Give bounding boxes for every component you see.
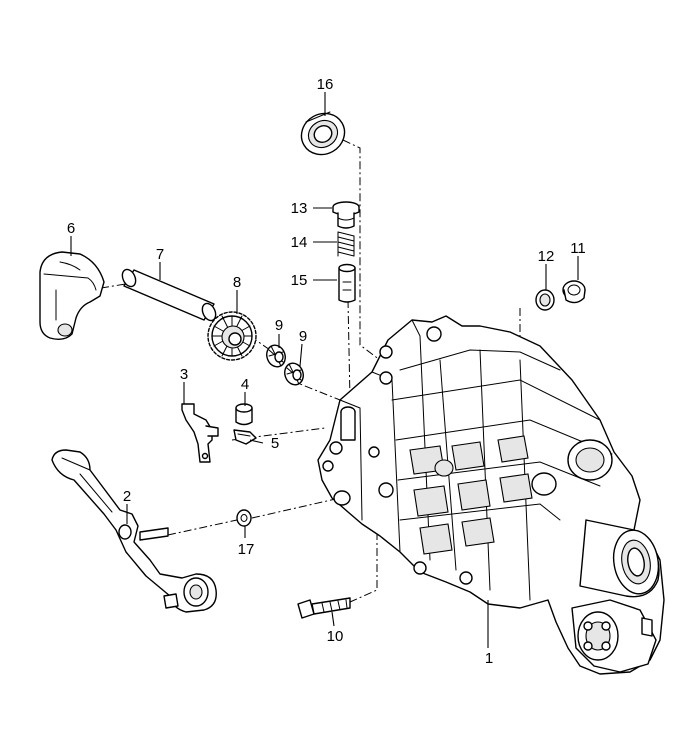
part-sleeve xyxy=(338,263,356,303)
part-washer xyxy=(236,509,252,527)
callout-12: 12 xyxy=(538,248,555,265)
callout-3: 3 xyxy=(180,366,188,383)
callout-9b: 9 xyxy=(299,328,307,345)
callout-16: 16 xyxy=(317,76,334,93)
part-plug-screw xyxy=(332,201,360,229)
part-shaft xyxy=(121,268,217,322)
part-bushing xyxy=(235,403,253,426)
part-bolt xyxy=(297,597,351,619)
callout-labels: 16 13 14 15 6 7 8 9 9 3 4 5 2 17 10 1 12… xyxy=(67,76,586,667)
callout-10: 10 xyxy=(327,628,344,645)
part-gear xyxy=(207,311,257,361)
callout-1: 1 xyxy=(485,650,493,667)
callout-14: 14 xyxy=(291,234,308,251)
part-seal xyxy=(300,111,346,156)
callout-15: 15 xyxy=(291,272,308,289)
callout-11: 11 xyxy=(570,240,586,257)
part-cover xyxy=(39,251,105,341)
part-needle-bearing-a xyxy=(266,344,286,368)
part-spring-clip xyxy=(233,429,257,445)
part-bracket xyxy=(181,403,219,463)
part-needle-bearing-b xyxy=(284,362,304,386)
part-lever-pin xyxy=(139,527,169,541)
callout-2: 2 xyxy=(123,488,131,505)
leader-lines xyxy=(70,92,579,648)
part-transmission-housing xyxy=(317,315,665,675)
callout-7: 7 xyxy=(156,246,164,263)
callout-5: 5 xyxy=(271,435,279,452)
part-spring xyxy=(337,231,355,257)
part-ring xyxy=(535,289,555,311)
callout-4: 4 xyxy=(241,376,249,393)
callout-13: 13 xyxy=(291,200,308,217)
part-plug xyxy=(562,280,586,304)
callout-17: 17 xyxy=(238,541,255,558)
part-lever xyxy=(51,449,217,613)
callout-9a: 9 xyxy=(275,317,283,334)
callout-8: 8 xyxy=(233,274,241,291)
callout-6: 6 xyxy=(67,220,75,237)
